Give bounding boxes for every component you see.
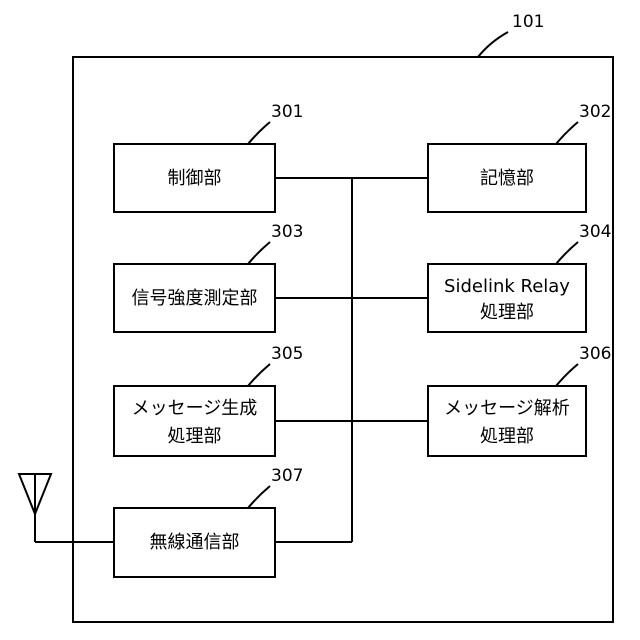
block-radio-label: 無線通信部 bbox=[150, 532, 240, 553]
device-ref-leader bbox=[478, 32, 508, 57]
antenna-icon bbox=[19, 474, 114, 542]
ref-number-306: 306 bbox=[579, 344, 611, 364]
block-control-label: 制御部 bbox=[168, 168, 222, 189]
ref-number-302: 302 bbox=[579, 102, 611, 122]
block-msg-gen-line2: 処理部 bbox=[168, 426, 222, 447]
block-storage-label: 記憶部 bbox=[480, 168, 534, 189]
ref-leader-307 bbox=[248, 486, 270, 508]
ref-number-301: 301 bbox=[271, 102, 303, 122]
ref-leader-305 bbox=[248, 364, 270, 386]
block-signal-strength-label: 信号強度測定部 bbox=[132, 288, 258, 309]
block-sidelink-relay-line2: 処理部 bbox=[480, 302, 534, 323]
ref-number-307: 307 bbox=[271, 466, 303, 486]
block-msg-parse-line1: メッセージ解析 bbox=[444, 398, 570, 419]
ref-leader-306 bbox=[556, 364, 578, 386]
ref-number-305: 305 bbox=[271, 344, 303, 364]
ref-leader-304 bbox=[556, 242, 578, 264]
device-ref-number: 101 bbox=[512, 12, 544, 32]
ref-leader-303 bbox=[248, 242, 270, 264]
ref-leader-302 bbox=[556, 122, 578, 144]
ref-number-303: 303 bbox=[271, 222, 303, 242]
block-msg-gen-line1: メッセージ生成 bbox=[132, 398, 258, 419]
block-msg-parse-line2: 処理部 bbox=[480, 426, 534, 447]
ref-number-304: 304 bbox=[579, 222, 611, 242]
block-sidelink-relay-line1: Sidelink Relay bbox=[444, 276, 570, 297]
ref-leader-301 bbox=[248, 122, 270, 144]
